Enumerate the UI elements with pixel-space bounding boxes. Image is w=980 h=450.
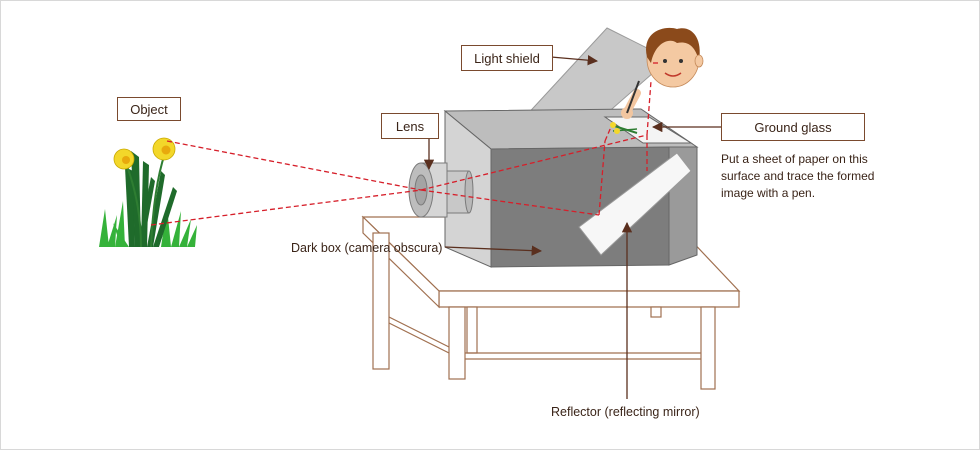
tracing-note-line: surface and trace the formed bbox=[721, 169, 875, 183]
traced-image bbox=[610, 122, 638, 134]
lens bbox=[408, 162, 474, 218]
light-shield-label: Light shield bbox=[461, 45, 553, 71]
reflector-mirror bbox=[578, 152, 692, 256]
tracing-note: Put a sheet of paper on this surface and… bbox=[721, 151, 941, 202]
object-label: Object bbox=[117, 97, 181, 121]
tracing-note-line: Put a sheet of paper on this bbox=[721, 152, 868, 166]
reflector-label: Reflector (reflecting mirror) bbox=[551, 405, 700, 419]
boy-figure bbox=[621, 27, 704, 119]
daffodil-object bbox=[99, 137, 197, 248]
tracing-note-line: image with a pen. bbox=[721, 186, 816, 200]
dark-box-label: Dark box (camera obscura) bbox=[291, 241, 443, 255]
dark-box bbox=[443, 108, 699, 268]
light-rays bbox=[150, 62, 659, 226]
leader-arrows bbox=[423, 55, 721, 399]
ground-glass-label: Ground glass bbox=[721, 113, 865, 141]
lens-label: Lens bbox=[381, 113, 439, 139]
